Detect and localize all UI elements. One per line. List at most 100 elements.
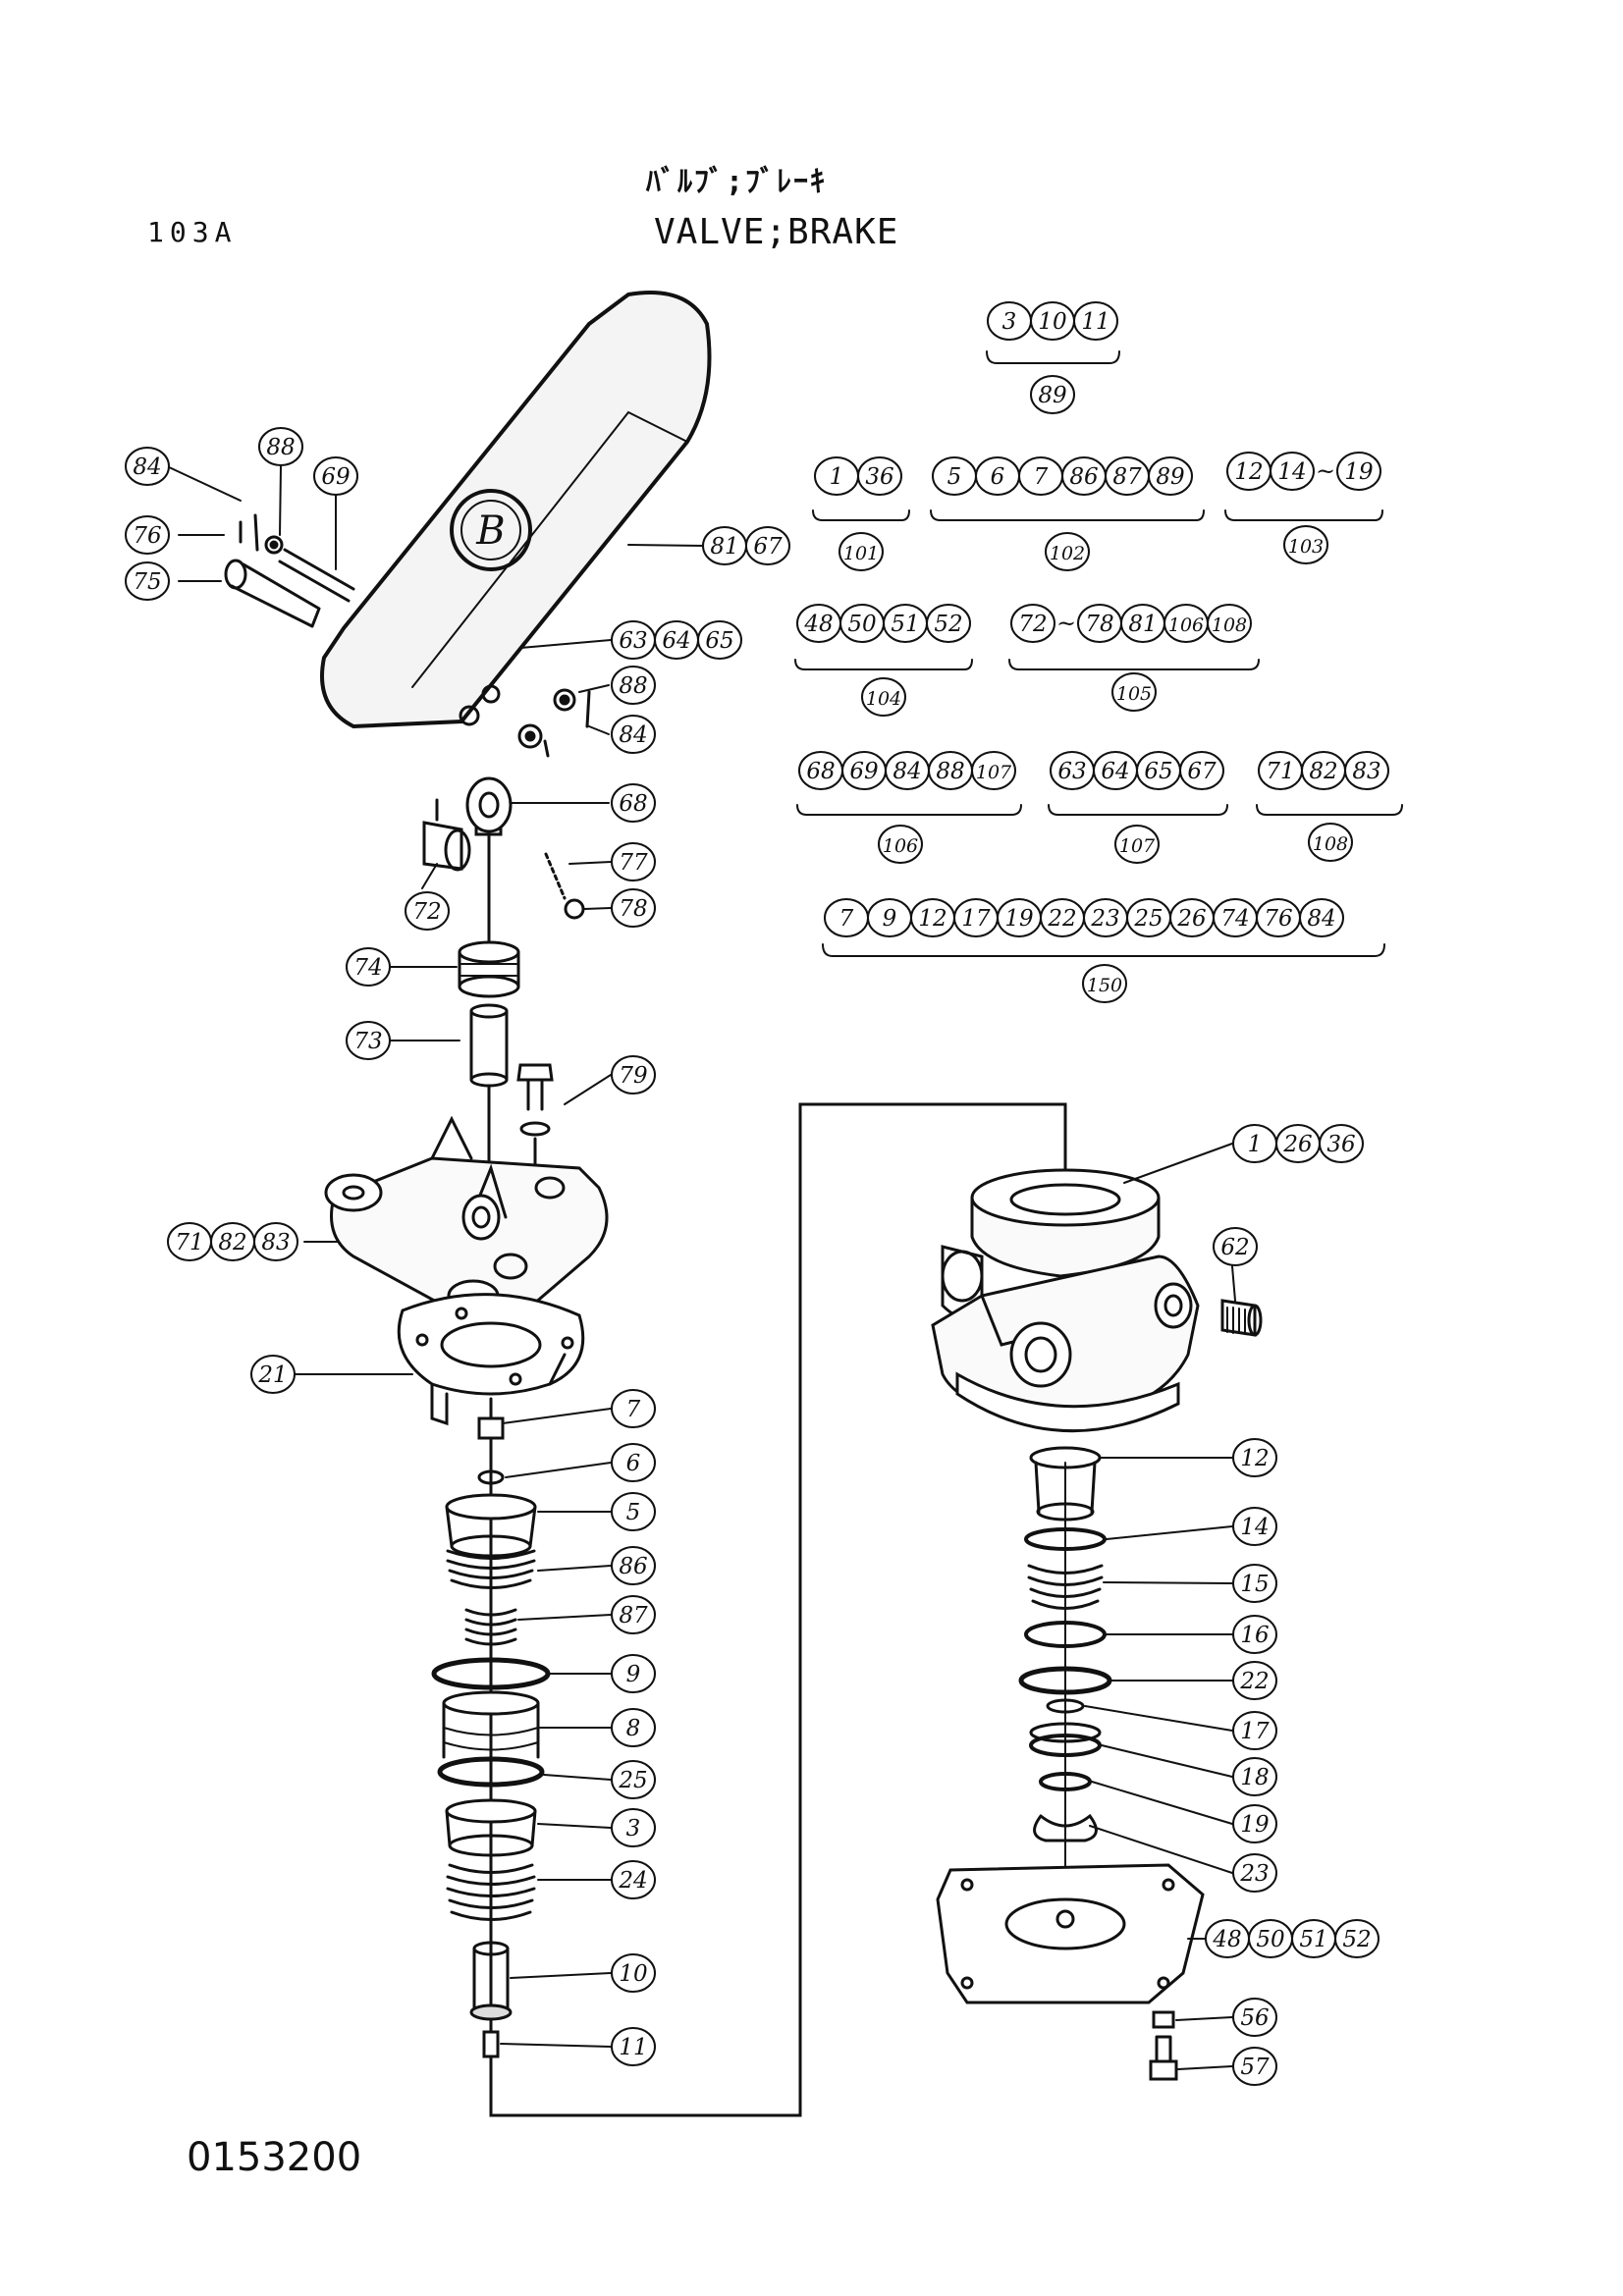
assembly-8-part-2-label: 83 [1352,759,1380,784]
callout-c15-0: 15 [1232,1564,1277,1603]
callout-c5-0: 5 [611,1492,656,1531]
callout-c23-0-circle [1232,1853,1277,1893]
assembly-9-part-1-label: 9 [883,906,897,932]
callout-c3-0-circle [611,1808,656,1847]
callout-c6-0: 6 [611,1443,656,1482]
callout-c5-0-label: 5 [626,1500,641,1525]
assembly-8-ref: 108 [1308,823,1353,862]
callout-c17-0-circle [1232,1711,1277,1750]
assembly-8-part-1-label: 82 [1309,759,1337,784]
assembly-3-ref-circle [1283,525,1328,564]
callout-c71-2-circle [253,1222,298,1261]
assembly-4-part-2-label: 51 [891,612,919,637]
callout-c84a-0: 84 [125,447,170,486]
valve-body [931,1168,1200,1433]
callout-c71-2: 83 [253,1222,298,1261]
assembly-9-part-5: 22 [1040,898,1085,937]
assembly-9-part-5-label: 22 [1047,906,1076,932]
assembly-0-part-0-label: 3 [1002,309,1017,335]
callout-c25-0-circle [611,1760,656,1799]
assembly-5-ref-circle [1111,672,1157,712]
assembly-5-part-2-label: 78 [1085,612,1113,637]
callout-c84b-0-label: 84 [619,722,647,748]
callout-c1-1: 26 [1275,1124,1321,1163]
assembly-4-part-3: 52 [926,604,971,643]
assembly-3-ref: 103 [1283,525,1328,564]
assembly-5-part-4-label: 106 [1168,614,1204,636]
cover-plate [936,1863,1205,2004]
assembly-7-part-0-label: 63 [1057,759,1086,784]
assembly-9-ref-label: 150 [1087,975,1122,996]
callout-c74-0-circle [346,947,391,987]
callout-c76-0: 76 [125,515,170,555]
callout-c68-0-circle [611,783,656,823]
assembly-5-part-3-label: 81 [1128,612,1157,637]
assembly-7-part-2-label: 65 [1144,759,1172,784]
callout-c62-0-label: 62 [1220,1235,1249,1260]
assembly-7-ref-label: 107 [1119,835,1156,857]
callout-c81-1-label: 67 [753,534,783,560]
assembly-1-part-0-label: 1 [830,464,844,490]
assembly-0-ref-circle [1030,375,1075,414]
assembly-2-ref-circle [1045,532,1090,571]
callout-c79-0-label: 79 [619,1063,647,1089]
assembly-8-part-1: 82 [1301,751,1346,790]
assembly-5-part-0-circle [1010,604,1055,643]
assembly-5-ref-label: 105 [1116,683,1152,705]
callout-c8-0: 8 [611,1708,656,1747]
callout-c81-1: 67 [745,526,790,565]
callout-c63-2-circle [697,620,742,660]
assembly-9-part-11-circle [1299,898,1344,937]
callout-c75-0: 75 [125,561,170,601]
assembly-brackets [794,350,1403,957]
callout-c48-3-circle [1334,1919,1380,1958]
callout-c48-1: 50 [1248,1919,1293,1958]
assembly-5-part-4: 106 [1163,604,1209,643]
assembly-8-part-0-label: 71 [1266,759,1294,784]
callout-c10-0-circle [611,1953,656,1993]
callout-c48-2-label: 51 [1299,1927,1327,1952]
callout-c86-0-circle [611,1546,656,1585]
plug-62 [1220,1299,1263,1337]
assembly-4-part-1-label: 50 [847,612,876,637]
callout-c11-0: 11 [611,2027,656,2066]
callout-c48-0: 48 [1205,1919,1250,1958]
assembly-7-part-3-label: 67 [1187,759,1217,784]
assembly-5-part-5-circle [1207,604,1252,643]
callout-c3-0: 3 [611,1808,656,1847]
assembly-5-part-2: 78 [1077,604,1122,643]
callout-c19-0-circle [1232,1804,1277,1843]
callout-c84a-0-label: 84 [133,454,161,480]
callout-c88a-0-circle [258,427,303,466]
assembly-3-part-1-label: 14 [1277,459,1306,485]
callout-c76-0-label: 76 [133,523,161,549]
callout-c63-0: 63 [611,620,656,660]
callout-c79-0-circle [611,1055,656,1095]
callout-c16-0: 16 [1232,1615,1277,1654]
callout-c73-0-label: 73 [353,1029,382,1054]
leader-lines [166,465,1236,2070]
callout-c14-0-circle [1232,1507,1277,1546]
callout-c19-0: 19 [1232,1804,1277,1843]
callout-c1-0-label: 1 [1248,1132,1263,1157]
assembly-9-part-0-label: 7 [839,906,854,932]
callout-c12-0-label: 12 [1240,1446,1269,1471]
callout-c68-0: 68 [611,783,656,823]
callout-c48-3-label: 52 [1342,1927,1371,1952]
assembly-5-ref: 105 [1111,672,1157,712]
callout-c78-0-label: 78 [619,896,647,922]
callout-c1-2-label: 36 [1326,1132,1355,1157]
assembly-9-part-9: 74 [1213,898,1258,937]
callout-c84a-0-circle [125,447,170,486]
assembly-1-part-0: 1 [814,456,859,496]
assembly-0-ref: 89 [1030,375,1075,414]
callout-c11-0-label: 11 [619,2035,647,2060]
assembly-0-part-1: 10 [1030,301,1075,341]
assembly-5-part-0: 72 [1010,604,1055,643]
assembly-6-ref-circle [878,825,923,864]
callout-c63-1: 64 [654,620,699,660]
assembly-2-part-3: 86 [1061,456,1107,496]
callout-c69-0: 69 [313,456,358,496]
assembly-4-part-1: 50 [839,604,885,643]
assembly-4-part-3-circle [926,604,971,643]
